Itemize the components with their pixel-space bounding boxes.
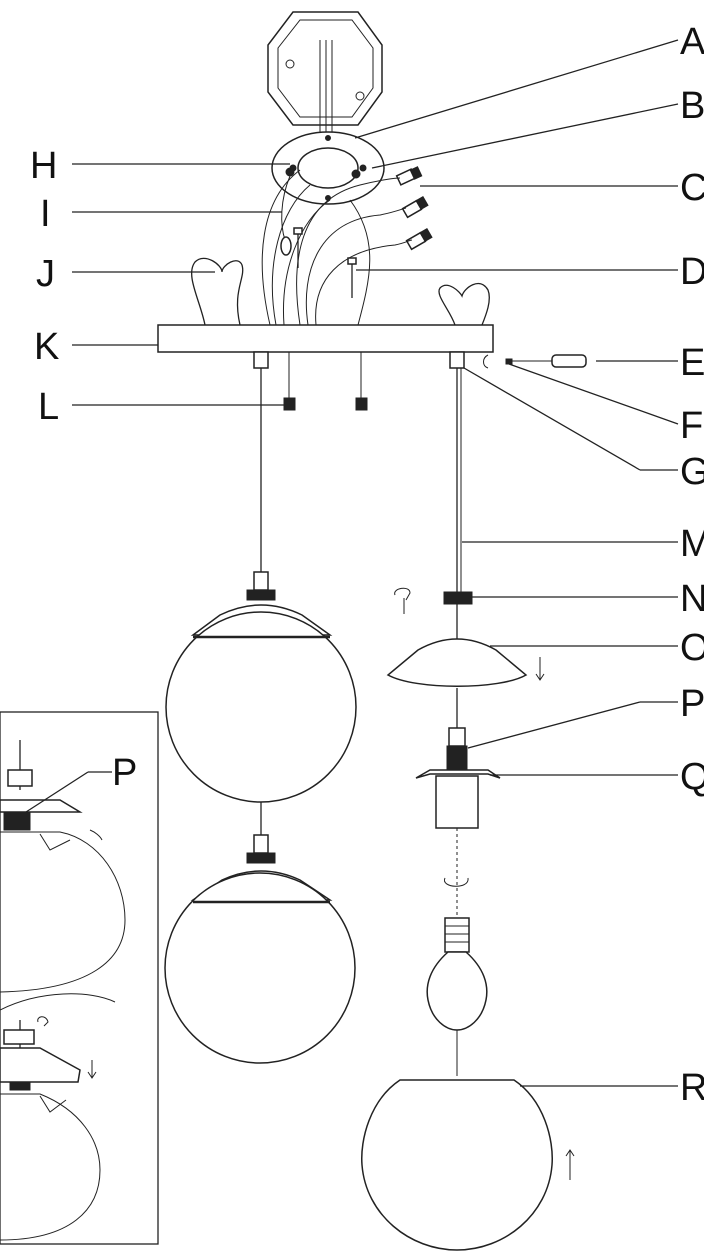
shade-cap	[386, 638, 528, 687]
bulb-base	[444, 917, 470, 953]
label-A: A	[680, 21, 704, 63]
label-L: L	[38, 386, 59, 428]
label-O: O	[680, 627, 704, 669]
label-D: D	[680, 251, 704, 293]
set-screw	[483, 354, 587, 369]
label-I: I	[40, 193, 51, 235]
left-pendant	[164, 368, 357, 1064]
cable-grip-left	[253, 351, 269, 369]
label-J: J	[36, 253, 55, 295]
label-E: E	[680, 342, 704, 384]
label-H: H	[30, 145, 57, 187]
label-N: N	[680, 578, 704, 620]
label-K: K	[34, 326, 59, 368]
label-M: M	[680, 523, 704, 565]
right-pendant-exploded	[361, 368, 575, 1251]
label-G: G	[680, 451, 704, 493]
label-C: C	[680, 167, 704, 209]
part-labels: A B C D E F G M N O P Q R H I J K L	[30, 21, 704, 1109]
inset-panel: P	[0, 711, 159, 1245]
label-R: R	[680, 1067, 704, 1109]
label-B: B	[680, 85, 704, 127]
suspension-hook-right	[438, 282, 490, 326]
junction-box	[267, 11, 383, 150]
wire-connectors	[395, 166, 433, 251]
inset-label-P: P	[112, 752, 137, 794]
mounting-screws	[285, 167, 361, 298]
screw-cap-right	[355, 397, 368, 411]
leader-lines	[72, 39, 679, 1087]
label-Q: Q	[680, 756, 704, 798]
glass-globe	[361, 1079, 553, 1251]
shade-holder-ring	[415, 769, 501, 779]
wires	[261, 169, 413, 326]
label-F: F	[680, 405, 703, 447]
screw-cap-left	[283, 397, 296, 411]
canopy-plate	[157, 324, 494, 353]
cable-grip-right	[449, 351, 465, 369]
cord-nut	[443, 591, 473, 605]
light-bulb	[426, 951, 488, 1031]
suspension-hook-left	[191, 257, 244, 326]
ground-wire	[280, 175, 292, 256]
label-P: P	[680, 683, 704, 725]
